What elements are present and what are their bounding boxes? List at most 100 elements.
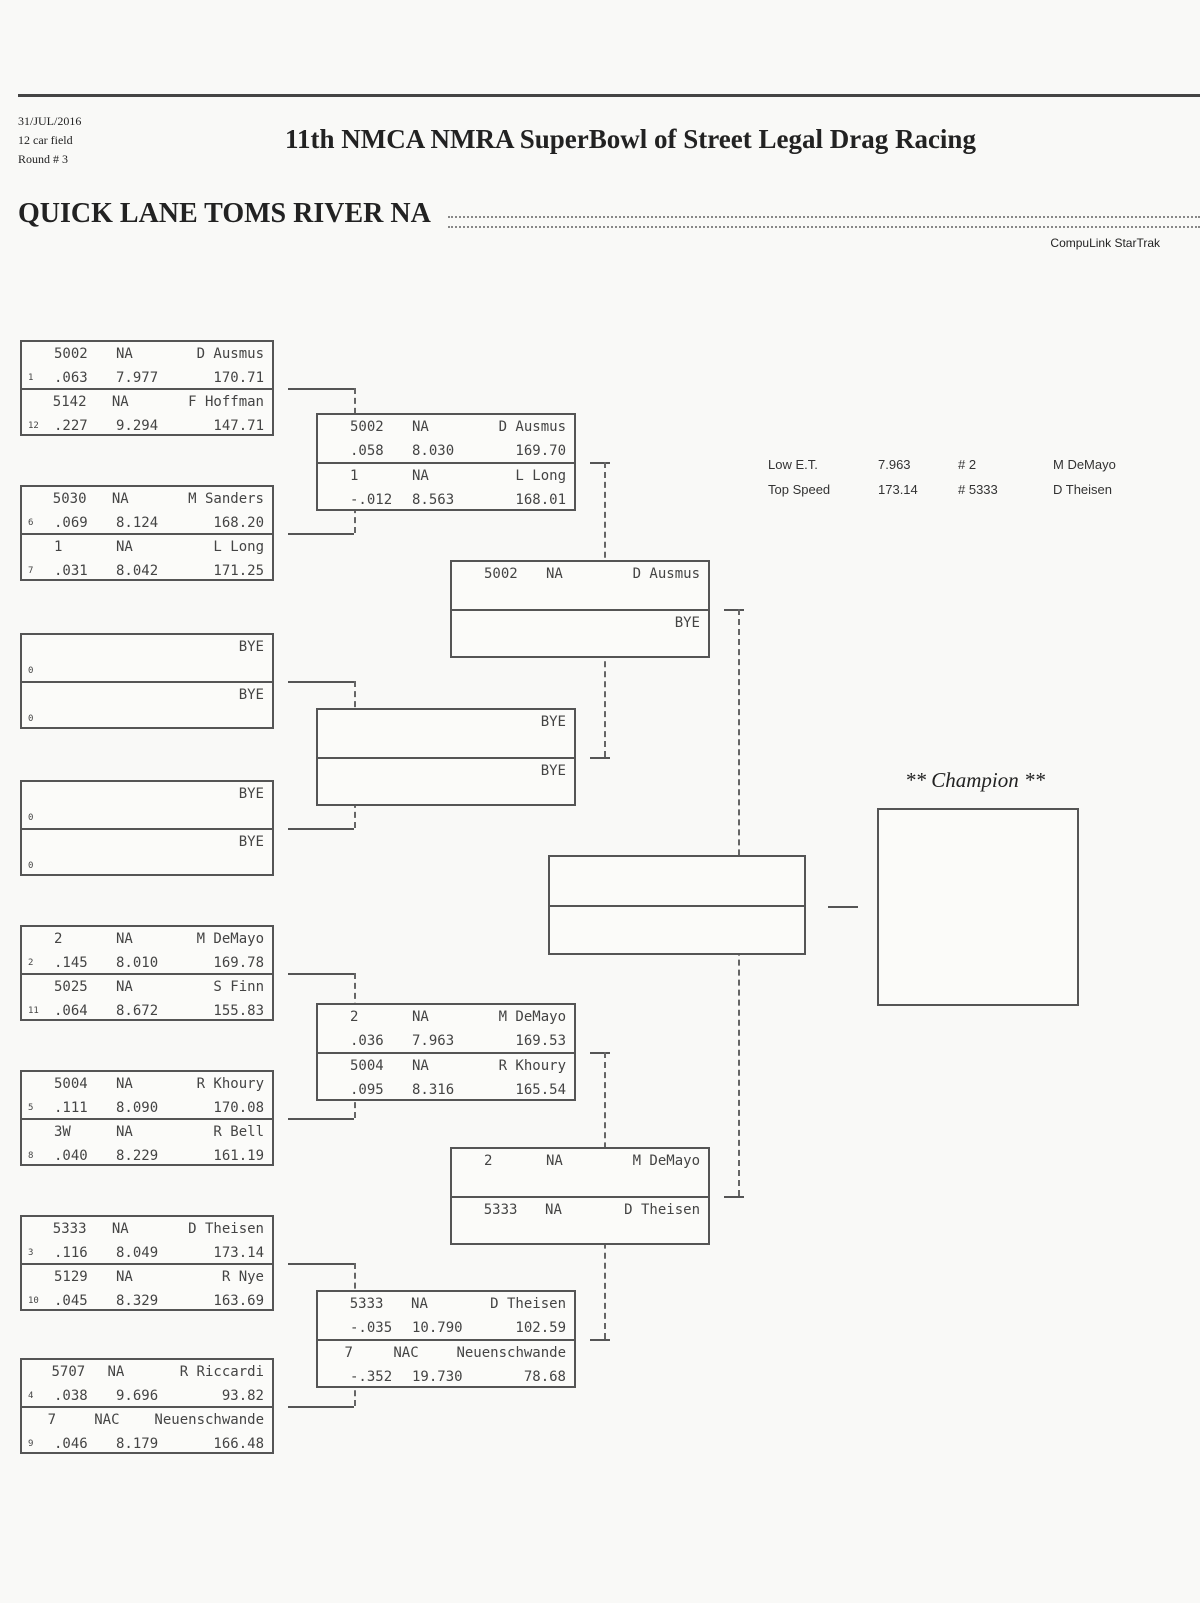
connector <box>288 1406 354 1408</box>
entry-result-row <box>452 586 708 610</box>
spacer <box>28 1360 51 1384</box>
driver-name: D Ausmus <box>196 346 264 362</box>
spacer <box>458 562 484 586</box>
spacer <box>324 415 350 439</box>
seed: 4 <box>28 1391 34 1401</box>
car-number: 5004 <box>350 1058 384 1074</box>
seed: 7 <box>28 566 34 576</box>
connector <box>288 1118 354 1120</box>
spacer <box>28 782 54 806</box>
reaction-time <box>484 635 546 659</box>
reaction-time: .031 <box>54 563 88 579</box>
class-code: NA <box>412 419 429 435</box>
spacer <box>28 535 54 559</box>
round-number: Round # 3 <box>18 152 69 166</box>
event-date: 31/JUL/2016 <box>18 114 82 128</box>
car-number: 5333 <box>52 1221 87 1237</box>
reaction-time: -.035 <box>350 1320 393 1336</box>
speed-mph <box>626 586 700 610</box>
class-code: NA <box>116 1269 133 1285</box>
car-number <box>350 759 412 783</box>
elapsed-time: 8.179 <box>116 1436 159 1452</box>
lane-entry <box>550 857 804 905</box>
class-code: NA <box>116 539 133 555</box>
connector <box>828 906 858 908</box>
spacer <box>28 487 53 511</box>
speed-mph <box>626 1173 700 1197</box>
spacer <box>28 1217 53 1241</box>
seed: 0 <box>28 813 34 823</box>
driver-name: Neuenschwande <box>154 1412 264 1428</box>
elapsed-time: 8.316 <box>412 1082 455 1098</box>
driver-name: BYE <box>238 639 264 655</box>
entry-result-row <box>550 931 804 955</box>
software-credit: CompuLink StarTrak <box>1050 236 1160 250</box>
seed: 9 <box>28 1439 34 1449</box>
spacer <box>324 1341 345 1365</box>
connector <box>724 1196 744 1198</box>
entry-info-row: BYE <box>318 759 574 783</box>
seed: 3 <box>28 1248 34 1258</box>
reaction-time: .036 <box>350 1033 384 1049</box>
class-code <box>412 759 492 783</box>
driver-name: M DeMayo <box>196 931 264 947</box>
champion-label: ** Champion ** <box>905 768 1046 792</box>
entry-info-row: BYE <box>22 830 272 854</box>
class-code <box>116 635 196 659</box>
elapsed-time: 7.963 <box>412 1033 455 1049</box>
spacer <box>28 1120 54 1144</box>
class-code: NA <box>116 979 133 995</box>
driver-name <box>724 907 796 931</box>
car-number: 5030 <box>52 491 87 507</box>
car-number: 2 <box>54 931 63 947</box>
seed <box>324 1316 350 1340</box>
driver-name: D Ausmus <box>498 419 566 435</box>
spacer <box>28 1408 48 1432</box>
driver-name: BYE <box>674 615 700 631</box>
speed-mph <box>196 659 264 683</box>
speed-mph: 165.54 <box>515 1082 566 1098</box>
reaction-time: .064 <box>54 1003 88 1019</box>
speed-mph: 170.08 <box>213 1100 264 1116</box>
class-code <box>116 683 196 707</box>
entry-result-row: 0 <box>22 854 272 878</box>
lane-entry: BYE <box>318 710 574 757</box>
connector <box>288 533 354 535</box>
driver-name: M Sanders <box>188 491 264 507</box>
entry-info-row: BYE <box>22 635 272 659</box>
speed-mph: 168.20 <box>213 515 264 531</box>
class-code: NA <box>546 1153 563 1169</box>
car-number: 5129 <box>54 1269 88 1285</box>
spacer <box>324 1292 350 1316</box>
seed: 11 <box>28 1006 39 1016</box>
car-number <box>582 857 644 881</box>
reaction-time <box>484 1222 546 1246</box>
reaction-time <box>350 734 412 758</box>
driver-name: D Ausmus <box>632 566 700 582</box>
speed-mph <box>626 635 700 659</box>
car-number <box>350 710 412 734</box>
champion-box <box>877 808 1079 1006</box>
reaction-time: .145 <box>54 955 88 971</box>
class-code: NA <box>412 1058 429 1074</box>
